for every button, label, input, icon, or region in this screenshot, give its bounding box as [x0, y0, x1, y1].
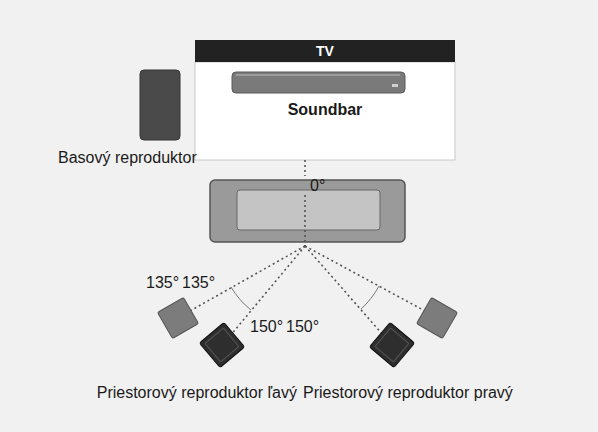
angle-label: 150°: [286, 318, 319, 336]
soundbar-led: [392, 84, 398, 87]
direction-lines-over-sofa: [304, 195, 306, 246]
surround-right-label: Priestorový reproduktor pravý: [303, 384, 513, 402]
tv-panel: [195, 62, 455, 160]
sofa: [210, 180, 405, 242]
soundbar-body: [232, 72, 405, 93]
subwoofer: [140, 70, 180, 140]
surround-speakers: [158, 298, 458, 368]
direction-lines: [190, 160, 425, 336]
tv-label-box: TV: [195, 40, 455, 62]
angle-label: 135°: [146, 274, 179, 292]
angle-arcs: [231, 286, 379, 310]
node-text: TV: [316, 43, 334, 59]
subwoofer-label: Basový reproduktor: [58, 149, 197, 167]
angle-label: 150°: [250, 318, 283, 336]
soundbar-highlight: [236, 74, 400, 76]
node-text: Soundbar: [288, 101, 363, 119]
surround-left-label: Priestorový reproduktor ľavý: [97, 384, 297, 402]
soundbar-label-box: Soundbar: [195, 95, 455, 125]
tv-bar: [195, 40, 455, 62]
angle-label: 135°: [182, 274, 215, 292]
angle-label: 0°: [310, 177, 325, 195]
